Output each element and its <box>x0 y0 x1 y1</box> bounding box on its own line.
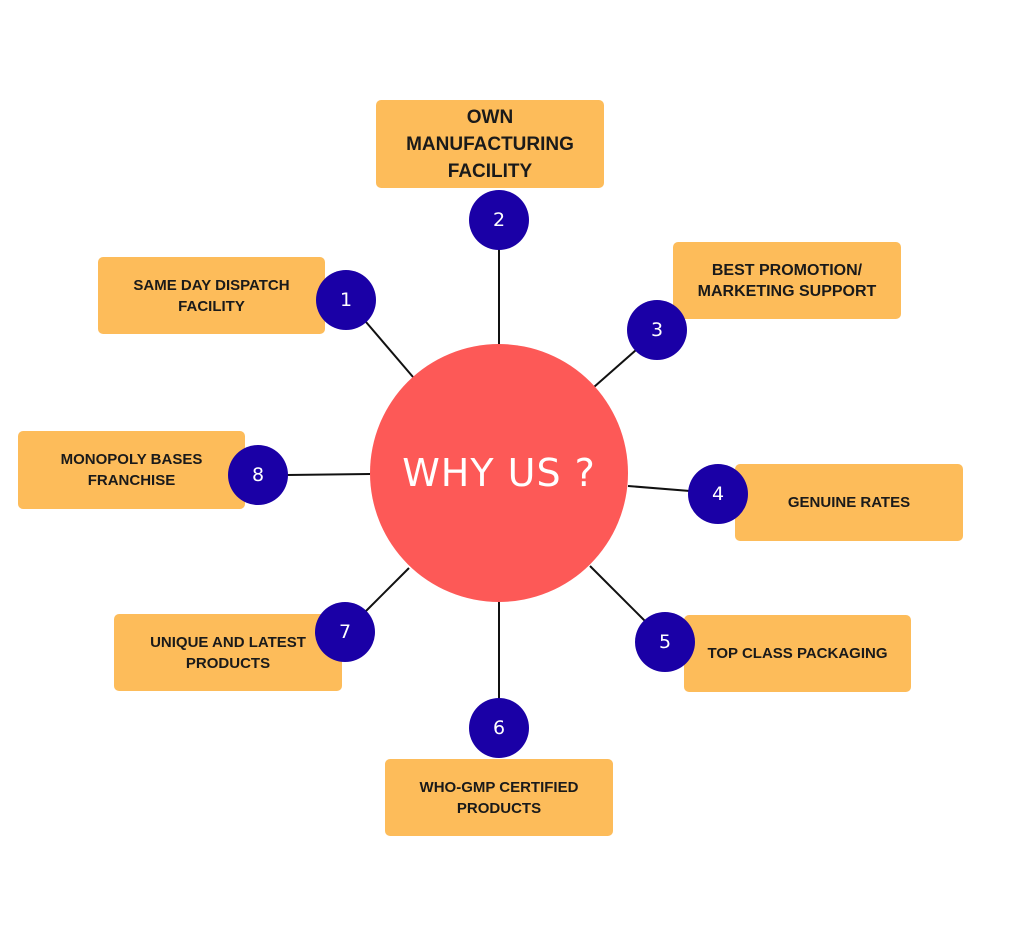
badge-number-2: 2 <box>492 209 506 231</box>
feature-label-5: TOP CLASS PACKAGING <box>707 645 888 662</box>
number-badge-5: 5 <box>635 612 695 672</box>
number-badge-7: 7 <box>315 602 375 662</box>
feature-box-7: UNIQUE AND LATEST PRODUCTS <box>114 614 342 691</box>
feature-label-3: BEST PROMOTION/ MARKETING SUPPORT <box>697 261 877 300</box>
feature-label-8: MONOPOLY BASES FRANCHISE <box>60 451 203 489</box>
feature-box-1: SAME DAY DISPATCH FACILITY <box>98 257 325 334</box>
connector-line-4 <box>627 485 691 492</box>
center-circle: WHY US ? <box>370 344 628 602</box>
feature-box-2: OWN MANUFACTURING FACILITY <box>376 100 604 188</box>
connector-line-7 <box>364 567 410 613</box>
badge-number-1: 1 <box>339 289 353 311</box>
number-badge-8: 8 <box>228 445 288 505</box>
connector-line-1 <box>365 321 414 378</box>
number-badge-1: 1 <box>316 270 376 330</box>
feature-label-7: UNIQUE AND LATEST PRODUCTS <box>150 633 306 672</box>
feature-box-5: TOP CLASS PACKAGING <box>684 615 911 692</box>
badge-number-7: 7 <box>338 621 352 643</box>
badge-number-4: 4 <box>711 483 725 505</box>
center-label: WHY US ? <box>402 451 596 495</box>
feature-label-4: GENUINE RATES <box>787 494 911 511</box>
connector-line-5 <box>589 565 646 622</box>
feature-label-2: OWN MANUFACTURING FACILITY <box>406 106 574 182</box>
feature-box-3: BEST PROMOTION/ MARKETING SUPPORT <box>673 242 901 319</box>
number-badge-4: 4 <box>688 464 748 524</box>
feature-box-8: MONOPOLY BASES FRANCHISE <box>18 431 245 509</box>
feature-label-6: WHO-GMP CERTIFIED PRODUCTS <box>419 778 579 817</box>
badge-number-6: 6 <box>492 717 506 739</box>
badge-number-5: 5 <box>658 631 672 653</box>
number-badge-2: 2 <box>469 190 529 250</box>
badge-number-8: 8 <box>251 464 265 486</box>
feature-box-6: WHO-GMP CERTIFIED PRODUCTS <box>385 759 613 836</box>
connector-line-3 <box>593 349 637 388</box>
number-badge-3: 3 <box>627 300 687 360</box>
badge-number-3: 3 <box>650 319 664 341</box>
feature-label-1: SAME DAY DISPATCH FACILITY <box>133 276 290 315</box>
number-badge-6: 6 <box>469 698 529 758</box>
feature-box-4: GENUINE RATES <box>735 464 963 541</box>
connector-line-8 <box>286 473 371 476</box>
